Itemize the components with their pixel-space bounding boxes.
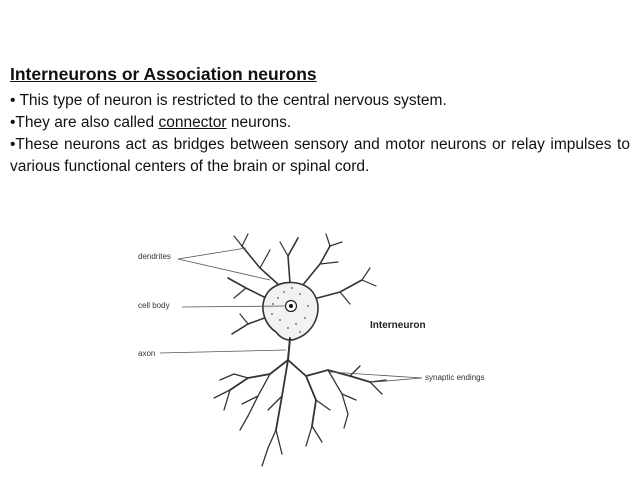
interneuron-label: Interneuron xyxy=(370,320,426,331)
cell-body-label: cell body xyxy=(138,301,170,310)
bullet-3: •These neurons act as bridges between se… xyxy=(10,136,630,175)
interneuron-diagram: dendrites cell body axon synaptic ending… xyxy=(130,228,550,478)
leader-lines xyxy=(159,247,423,383)
slide-title: Interneurons or Association neurons xyxy=(10,64,317,84)
nucleus xyxy=(284,299,298,313)
bullet-1: • This type of neuron is restricted to t… xyxy=(10,92,447,109)
bullet-2-emphasis: connector xyxy=(158,114,227,131)
dendrites-label: dendrites xyxy=(138,252,171,261)
axon-branches xyxy=(213,337,387,467)
bullet-2-suffix: neurons. xyxy=(226,114,292,131)
synaptic-endings-label: synaptic endings xyxy=(425,373,485,382)
slide-text: Interneurons or Association neurons • Th… xyxy=(10,62,630,178)
bullet-2: •They are also called connector neurons. xyxy=(10,112,630,134)
interneuron-svg: dendrites cell body axon synaptic ending… xyxy=(138,233,485,467)
bullet-2-prefix: •They are also called xyxy=(10,114,159,131)
dendrite-branches xyxy=(227,233,377,335)
axon-label: axon xyxy=(138,349,155,358)
